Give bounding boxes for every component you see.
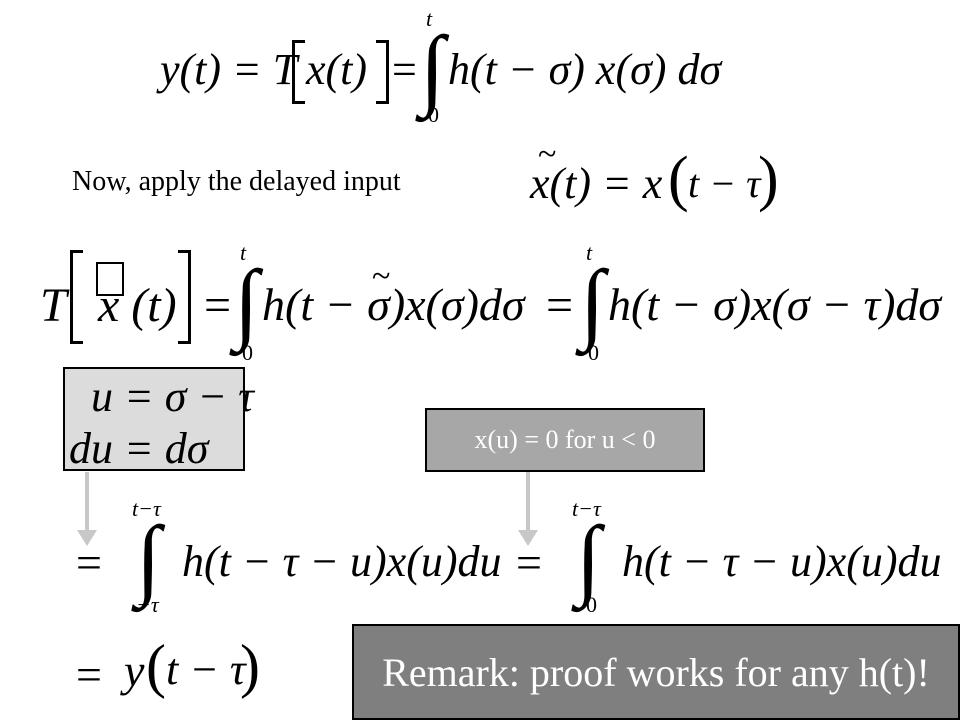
eq1-left-bracket — [292, 40, 305, 104]
eq1-integral-sign: ∫ — [420, 19, 445, 118]
eq3-int1-upper: t−τ — [132, 496, 161, 521]
eq2-left-bracket — [70, 250, 83, 344]
remark-text: Remark: proof works for any h(t)! — [382, 649, 930, 695]
intro-text: Now, apply the delayed input — [72, 166, 401, 197]
eq3-int2-lower: 0 — [586, 592, 597, 617]
eq2-equals-1: = — [204, 279, 232, 332]
eq2-int1-upper: t — [240, 240, 247, 265]
eq1-right-bracket — [376, 40, 389, 104]
intro-arg: t − τ — [688, 161, 761, 206]
eq3-int1-lower: −τ — [136, 592, 159, 617]
eq3-integrand-2: h(t − τ − u)x(u)du — [622, 537, 942, 586]
substitution-line1: u = σ − τ — [91, 372, 254, 421]
intro-left-paren: ( — [668, 145, 689, 213]
eq2-right-bracket — [178, 250, 191, 344]
eq2-int2-lower: 0 — [588, 340, 599, 365]
eq2-inner: x (t) — [98, 279, 177, 332]
eq4-func: y — [124, 645, 145, 696]
eq1-integrand: h(t − σ) x(σ) dσ — [448, 45, 722, 94]
eq2-int1-lower: 0 — [242, 340, 253, 365]
intro-right-paren: ) — [758, 145, 779, 213]
eq3-integral-2: ∫ — [576, 509, 601, 608]
condition-text: x(u) = 0 for u < 0 — [474, 425, 656, 454]
eq2-missing-glyph — [96, 262, 124, 296]
eq2-tilde: ~ — [372, 258, 391, 295]
eq1-integral-lower: 0 — [428, 102, 439, 127]
eq3-equals-2: = — [516, 537, 542, 588]
eq2-integral-2: ∫ — [580, 253, 605, 352]
eq2-equals-2: = — [546, 279, 574, 332]
eq4-arg: t − τ — [166, 645, 246, 694]
eq3-int2-upper: t−τ — [572, 496, 601, 521]
condition-box: x(u) = 0 for u < 0 — [425, 408, 705, 472]
eq3-integrand-1: h(t − τ − u)x(u)du — [182, 537, 502, 586]
eq3-integral-1: ∫ — [136, 509, 161, 608]
eq1-equals: = — [392, 45, 417, 94]
eq1-lhs: y(t) = T — [160, 45, 298, 94]
eq2-int2-upper: t — [586, 240, 593, 265]
intro-tilde: ~ — [538, 136, 557, 173]
eq4-right-paren: ) — [240, 633, 260, 699]
condition-arrow — [518, 472, 538, 546]
substitution-arrow — [77, 472, 97, 546]
eq4-left-paren: ( — [146, 633, 166, 699]
intro-lhs: x(t) = x — [530, 159, 663, 208]
eq1-integral-upper: t — [426, 6, 433, 31]
remark-box: Remark: proof works for any h(t)! — [352, 624, 960, 720]
eq1-inner: x(t) — [306, 45, 368, 94]
eq2-T: T — [40, 279, 67, 332]
eq2-integrand-2: h(t − σ)x(σ − τ)dσ — [608, 279, 942, 330]
eq3-equals-1: = — [76, 537, 102, 588]
eq2-integrand-1: h(t − σ)x(σ)dσ — [262, 279, 525, 330]
eq4-equals: = — [76, 649, 102, 700]
substitution-line2: du = dσ — [69, 424, 209, 473]
substitution-box: u = σ − τ du = dσ — [63, 367, 254, 473]
eq2-integral-1: ∫ — [234, 253, 259, 352]
